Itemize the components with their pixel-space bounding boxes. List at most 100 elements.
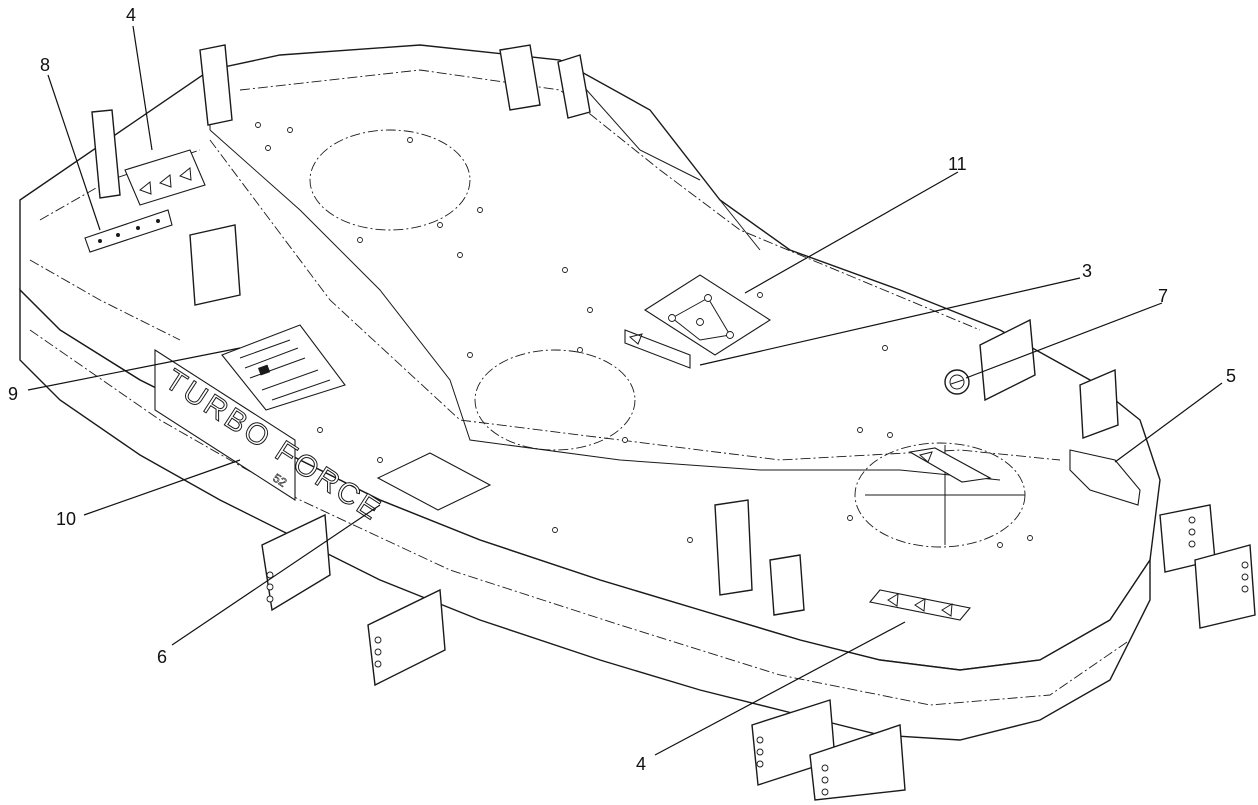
deck-bolt-holes	[255, 122, 1033, 548]
hole	[857, 427, 863, 433]
hole	[467, 352, 473, 358]
bracket-rear-right	[557, 54, 591, 119]
callout-11: 11	[948, 154, 967, 174]
hole	[1188, 540, 1196, 548]
leader-9	[27, 347, 241, 391]
bracket-rear-center	[499, 44, 541, 111]
bracket-front-2	[769, 554, 805, 616]
arrow-icon	[887, 593, 899, 607]
leader-8	[47, 74, 101, 231]
pulley-icon	[726, 331, 734, 339]
hole	[255, 122, 261, 128]
hole	[266, 571, 274, 579]
decal-belt-routing-plate	[643, 274, 772, 356]
hole	[756, 736, 764, 744]
bracket-front-1	[714, 499, 753, 596]
decal-arrows-bottom	[868, 589, 972, 621]
hole	[377, 457, 383, 463]
hole	[374, 660, 382, 668]
hole	[757, 292, 763, 298]
spindle-cap-inner	[949, 374, 965, 390]
deck-ridge	[209, 129, 1001, 481]
decal-side-guard	[1069, 449, 1141, 506]
hole	[1027, 535, 1033, 541]
decal-instructions-plate	[221, 324, 346, 411]
callout-8: 8	[40, 55, 50, 75]
hole	[407, 137, 413, 143]
callout-7: 7	[1158, 286, 1168, 306]
hole	[477, 207, 483, 213]
spindle-cap-slot	[950, 379, 964, 385]
callout-4-top: 4	[126, 5, 136, 25]
callout-9: 9	[8, 384, 18, 404]
hole	[882, 345, 888, 351]
hole	[357, 237, 363, 243]
hole	[265, 145, 271, 151]
leader-5	[1114, 382, 1223, 463]
callout-6: 6	[157, 647, 167, 667]
decal-height-of-cut	[84, 209, 173, 253]
hole	[562, 267, 568, 273]
spindle-cap	[944, 369, 970, 395]
leader-6	[171, 504, 381, 646]
instruction-block	[258, 364, 271, 376]
bracket-rear-left	[199, 44, 233, 126]
decal-belt-routing	[643, 274, 772, 356]
hole	[756, 760, 764, 768]
bracket-rear-left-2	[91, 109, 121, 199]
hidden-line-rear	[239, 69, 981, 331]
bracket-mid-left	[189, 224, 241, 306]
dot-icon	[116, 233, 120, 237]
decal-arrows-top-plate	[124, 149, 206, 206]
blade-opening-center	[474, 349, 636, 451]
arrow-icon	[178, 167, 192, 181]
decal-blank-plate	[376, 452, 492, 511]
hidden-line-mid	[209, 139, 1061, 461]
hole	[687, 537, 693, 543]
warning-triangle-icon	[918, 451, 933, 463]
hole	[1241, 573, 1249, 581]
leader-4-bottom	[654, 621, 906, 756]
pulley-icon	[696, 318, 704, 326]
pulley-icon	[668, 314, 676, 322]
wheel-arm-right-3	[809, 724, 906, 801]
hole	[552, 527, 558, 533]
callout-3: 3	[1082, 261, 1092, 281]
pulley-icon	[704, 294, 712, 302]
leader-11	[744, 171, 959, 294]
callout-4-bottom: 4	[636, 754, 646, 774]
leader-lines	[27, 25, 1223, 756]
decal-warning-strip-right	[908, 447, 992, 483]
hidden-line-front	[29, 329, 1131, 706]
hole	[374, 636, 382, 644]
hole	[1188, 528, 1196, 536]
arrow-icon	[941, 603, 953, 617]
arrow-icon	[158, 174, 172, 188]
leader-7	[965, 302, 1163, 379]
decal-warning-strip	[624, 329, 691, 369]
callout-5: 5	[1226, 366, 1236, 386]
decal-instructions	[221, 324, 346, 411]
hole	[821, 788, 829, 796]
hole	[577, 347, 583, 353]
arrow-icon	[138, 181, 152, 195]
hole	[374, 648, 382, 656]
hole	[587, 307, 593, 313]
bracket-right-2	[1079, 368, 1119, 439]
decal-warning-strip-plate	[624, 329, 691, 369]
leader-4-top	[132, 25, 153, 151]
hole	[622, 437, 628, 443]
wheel-arm-mid	[367, 588, 446, 687]
warning-triangle-icon	[628, 333, 643, 345]
hole	[266, 595, 274, 603]
arrow-icon	[914, 598, 926, 612]
hole	[1188, 516, 1196, 524]
arm-holes	[266, 516, 1249, 796]
leader-10	[83, 459, 241, 516]
hole	[437, 222, 443, 228]
dot-icon	[98, 239, 102, 243]
hole	[266, 583, 274, 591]
decal-height-of-cut-plate	[84, 209, 173, 253]
